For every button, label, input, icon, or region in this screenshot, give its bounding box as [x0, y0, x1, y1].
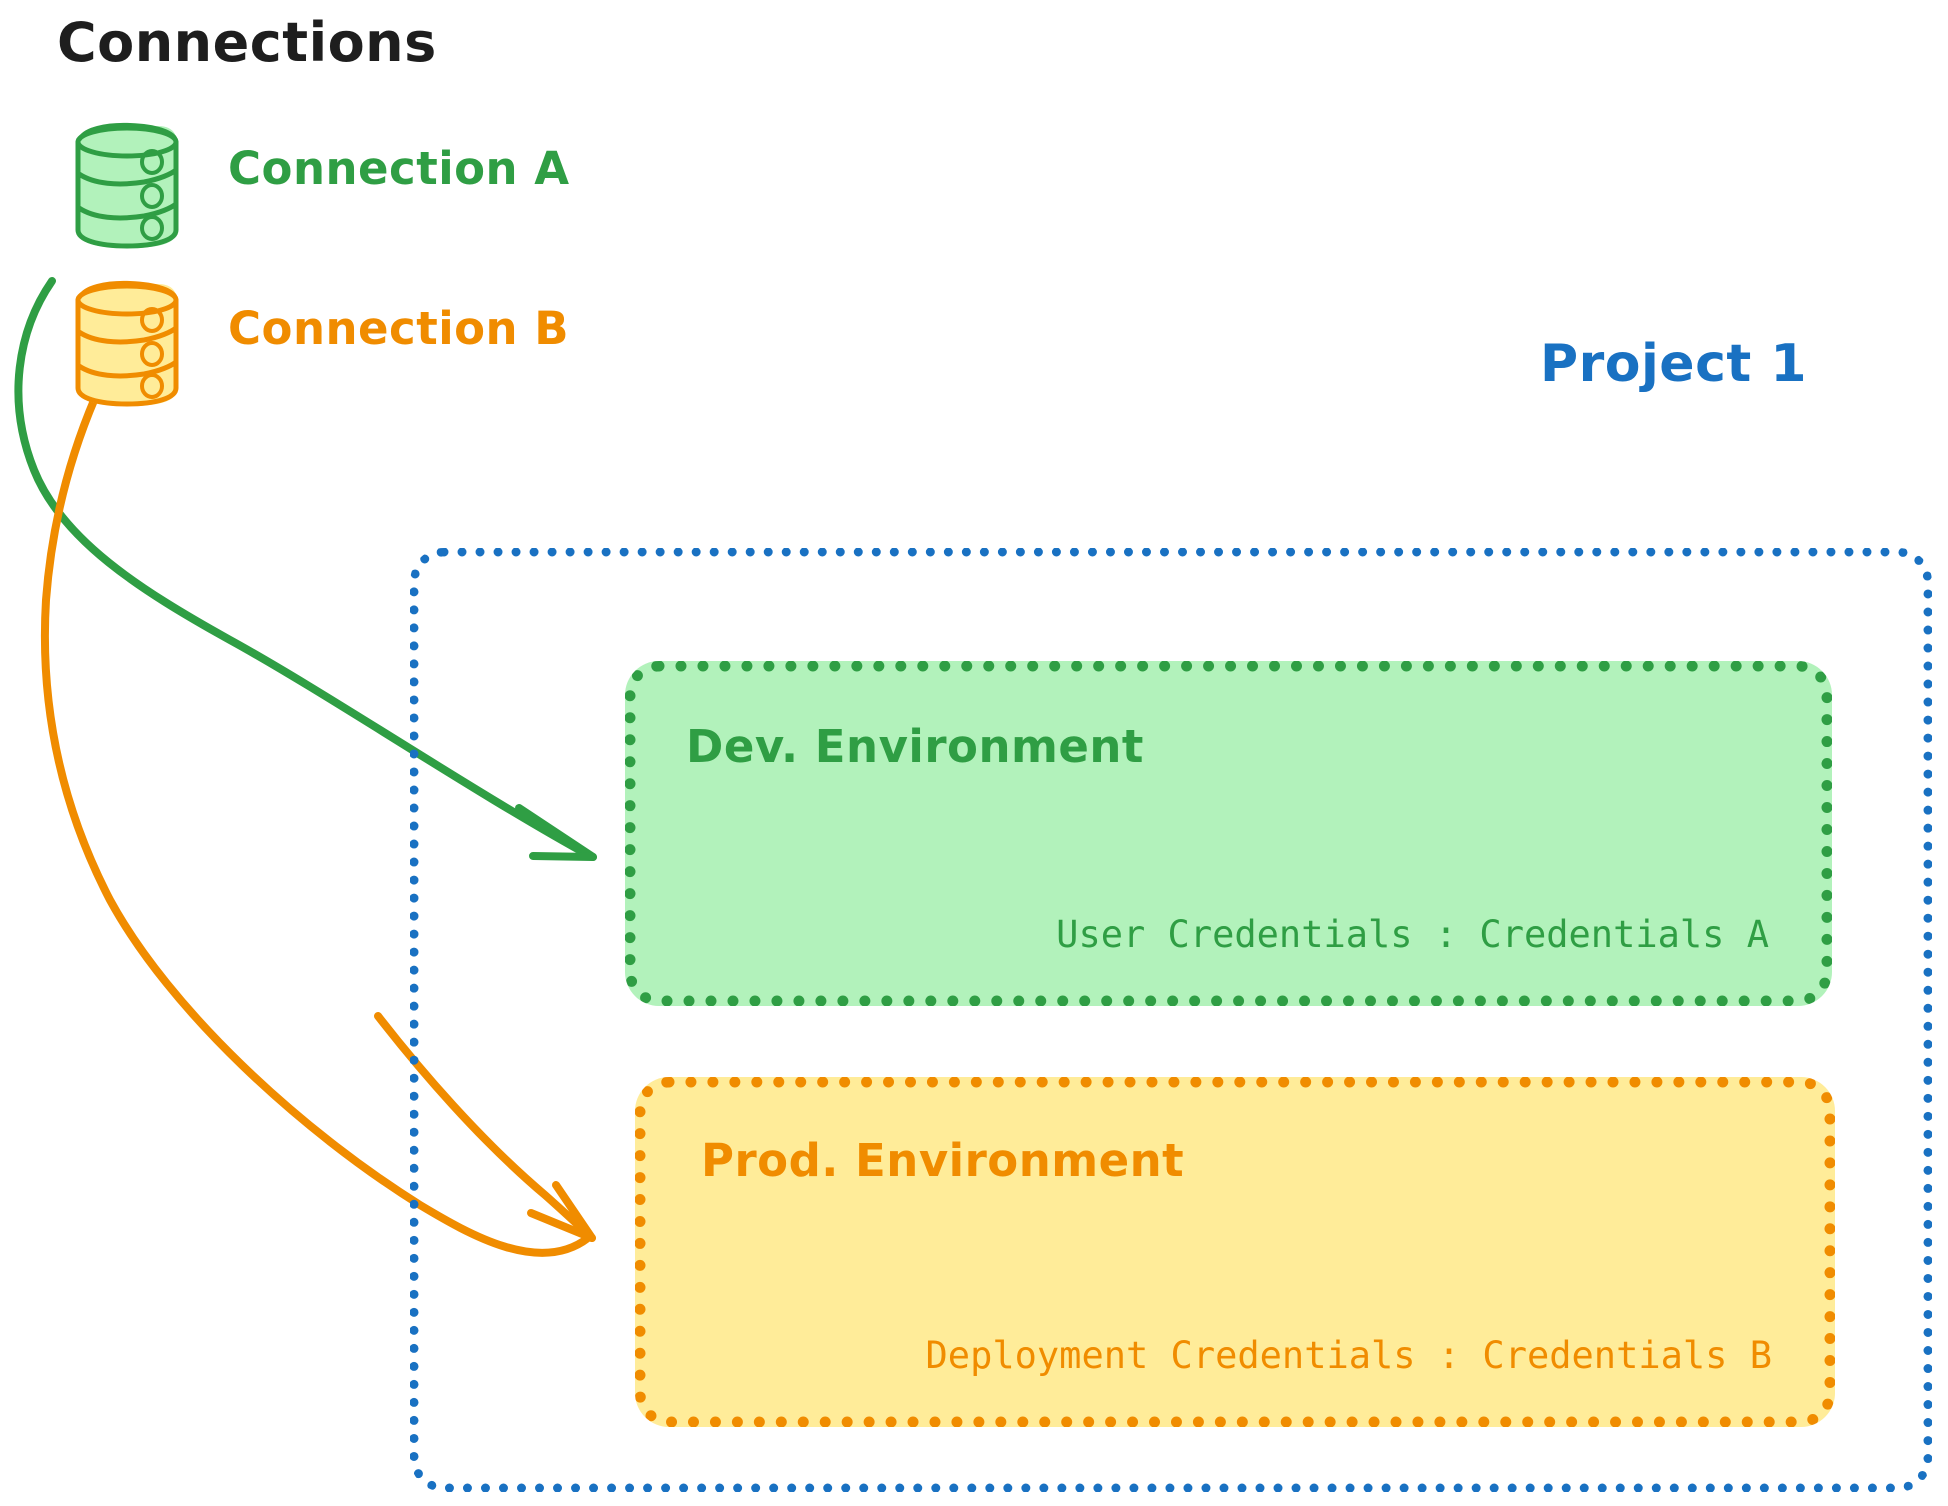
database-cylinder-icon-a [75, 122, 179, 249]
prod-environment-box: Prod. Environment Deployment Credentials… [635, 1077, 1835, 1427]
project-label: Project 1 [1540, 334, 1808, 394]
database-cylinder-icon-b [75, 280, 179, 407]
connection-a-label: Connection A [228, 142, 570, 195]
dev-environment-credentials: User Credentials : Credentials A [1056, 913, 1769, 956]
project-container: Dev. Environment User Credentials : Cred… [410, 548, 1932, 1492]
connection-b-label: Connection B [228, 302, 570, 355]
dev-environment-box: Dev. Environment User Credentials : Cred… [625, 661, 1832, 1006]
dev-environment-title: Dev. Environment [686, 720, 1144, 773]
prod-environment-credentials: Deployment Credentials : Credentials B [925, 1334, 1772, 1377]
page-title: Connections [57, 11, 437, 74]
prod-environment-title: Prod. Environment [701, 1134, 1185, 1187]
